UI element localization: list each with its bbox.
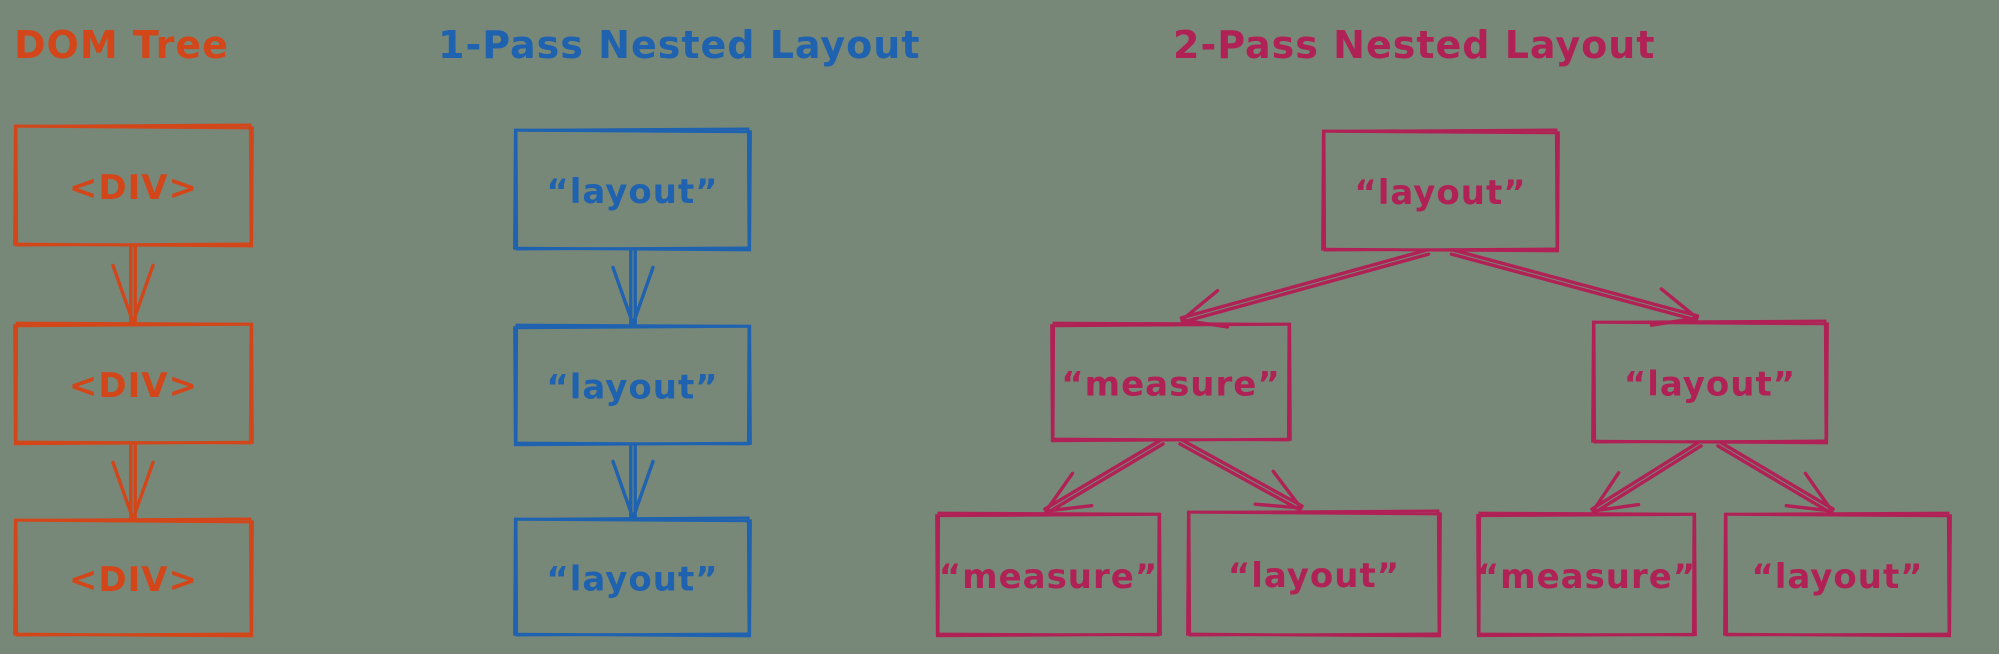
- edge-arrow: [1178, 438, 1304, 512]
- node-label: “layout”: [1354, 173, 1526, 213]
- node-box-rough: [14, 517, 253, 637]
- node-label: “layout”: [1751, 557, 1923, 597]
- node-label: “layout”: [1624, 365, 1796, 405]
- node-box-rough: [14, 123, 253, 247]
- node-box-rough: [1724, 511, 1951, 637]
- node-label: “layout”: [546, 368, 718, 408]
- node-label: “measure”: [1061, 365, 1280, 405]
- panel-two-pass: 2-Pass Nested Layout “layout” “measure” “la…: [935, 23, 1952, 638]
- edge-arrow: [1449, 248, 1700, 327]
- panel-one-pass: 1-Pass Nested Layout “layout” “layout” “lay…: [438, 23, 921, 638]
- node-label: “measure”: [1477, 557, 1696, 597]
- panel-dom-tree: DOM Tree <DIV> <DIV> <DIV>: [13, 23, 254, 638]
- edge-arrow: [111, 443, 155, 521]
- edge-arrow: [1043, 438, 1165, 515]
- edge-arrow: [1590, 440, 1703, 515]
- node-box-rough: [514, 516, 751, 637]
- edge-arrow: [1179, 248, 1431, 329]
- node-box-rough: [936, 511, 1161, 637]
- panel-title-one-pass: 1-Pass Nested Layout: [438, 23, 921, 67]
- node-box-rough: [514, 127, 751, 251]
- node-label: <DIV>: [69, 560, 198, 600]
- panel-title-two-pass: 2-Pass Nested Layout: [1173, 23, 1656, 67]
- node-box-rough: [1187, 509, 1441, 637]
- node-box-rough: [1477, 511, 1696, 637]
- edge-arrow: [611, 249, 655, 326]
- node-box-rough: [1051, 321, 1291, 442]
- node-label: “measure”: [939, 557, 1158, 597]
- node-box-rough: [514, 323, 751, 446]
- node-label: “layout”: [1228, 556, 1400, 596]
- edge-arrow: [611, 444, 655, 520]
- node-label: <DIV>: [69, 168, 198, 208]
- edge-arrow: [111, 245, 155, 324]
- node-box-rough: [14, 321, 253, 445]
- node-label: <DIV>: [69, 366, 198, 406]
- panel-title-dom-tree: DOM Tree: [14, 23, 229, 67]
- node-label: “layout”: [546, 560, 718, 600]
- node-box-rough: [1322, 128, 1559, 252]
- edge-arrow: [1716, 440, 1835, 515]
- node-box-rough: [1592, 319, 1828, 444]
- node-label: “layout”: [546, 172, 718, 212]
